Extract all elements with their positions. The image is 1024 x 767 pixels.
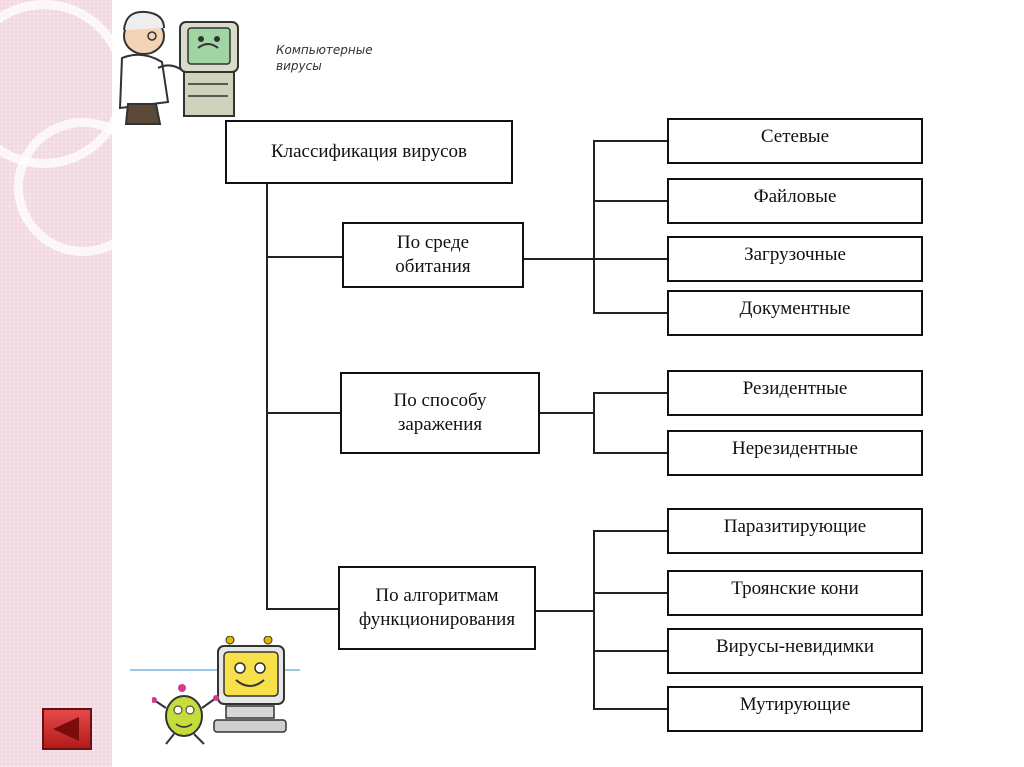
virus-bug-illustration	[152, 684, 219, 745]
back-button[interactable]	[42, 708, 92, 750]
category-box-algorithm: По алгоритмам функционирования	[338, 566, 536, 650]
leaf-label: Загрузочные	[744, 244, 846, 265]
doctor-computer-illustration	[118, 10, 239, 125]
connector-line	[593, 312, 667, 314]
leaf-box-nonresident: Нерезидентные	[667, 430, 923, 476]
leaf-label: Вирусы-невидимки	[715, 636, 875, 657]
leaf-box-trojan: Троянские кони	[667, 570, 923, 616]
connector-line	[593, 200, 667, 202]
connector-line	[266, 608, 338, 610]
connector-line	[266, 184, 268, 610]
category-label-line: По способу	[393, 390, 487, 411]
category-box-habitat: По среде обитания	[342, 222, 524, 288]
leaf-box-resident: Резидентные	[667, 370, 923, 416]
category-label-line: По среде	[396, 232, 470, 253]
leaf-box-document: Документные	[667, 290, 923, 336]
connector-line	[593, 530, 595, 710]
leaf-label: Файловые	[753, 186, 837, 207]
connector-line	[593, 392, 667, 394]
leaf-box-parasitic: Паразитирующие	[667, 508, 923, 554]
leaf-box-boot: Загрузочные	[667, 236, 923, 282]
category-label-line: обитания	[395, 256, 471, 277]
leaf-box-file: Файловые	[667, 178, 923, 224]
connector-line	[266, 412, 340, 414]
connector-line	[593, 708, 667, 710]
decorative-side-panel	[0, 0, 112, 767]
category-label-line: функционирования	[358, 609, 516, 630]
category-label-line: По алгоритмам	[375, 585, 499, 606]
happy-computer-illustration	[130, 636, 300, 733]
connector-line	[593, 140, 595, 314]
leaf-box-stealth: Вирусы-невидимки	[667, 628, 923, 674]
category-label-line: заражения	[397, 414, 483, 435]
connector-line	[593, 650, 667, 652]
leaf-label: Резидентные	[742, 378, 848, 399]
leaf-label: Мутирующие	[739, 694, 851, 715]
connector-line	[523, 258, 593, 260]
connector-line	[536, 610, 593, 612]
connector-line	[593, 258, 667, 260]
leaf-box-network: Сетевые	[667, 118, 923, 164]
decorative-ring	[14, 118, 112, 256]
leaf-label: Троянские кони	[731, 578, 859, 599]
leaf-label: Документные	[739, 298, 851, 319]
leaf-box-mutating: Мутирующие	[667, 686, 923, 732]
leaf-label: Сетевые	[760, 126, 830, 147]
leaf-label: Нерезидентные	[732, 438, 858, 459]
back-arrow-icon	[53, 717, 79, 741]
connector-line	[540, 412, 593, 414]
connector-line	[593, 140, 667, 142]
root-label: Классификация вирусов	[270, 141, 468, 162]
connector-line	[266, 256, 342, 258]
connector-line	[593, 592, 667, 594]
connector-line	[593, 530, 667, 532]
connector-line	[593, 392, 595, 454]
leaf-label: Паразитирующие	[723, 516, 867, 537]
root-box-classification: Классификация вирусов	[225, 120, 513, 184]
category-box-infection: По способу заражения	[340, 372, 540, 454]
connector-line	[593, 452, 667, 454]
slide-subtitle: Компьютерные вирусы	[276, 43, 373, 73]
